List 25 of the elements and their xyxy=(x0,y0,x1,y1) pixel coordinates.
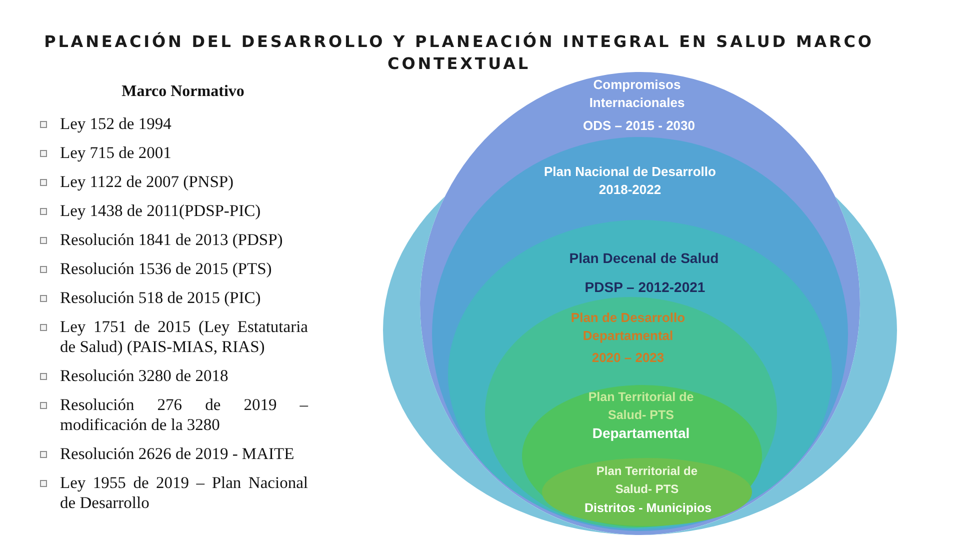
list-item: Ley 715 de 2001 xyxy=(60,143,172,163)
list-item: Resolución 3280 de 2018 xyxy=(60,366,230,386)
ellipse-label: Plan Decenal de Salud xyxy=(568,249,720,267)
ellipse-label: Distritos - Municipios xyxy=(583,500,713,517)
ellipse-label: Plan Territorial de Salud- PTS xyxy=(595,463,699,498)
ellipse-label: ODS – 2015 - 2030 xyxy=(582,117,696,135)
ellipse-label: Departamental xyxy=(591,424,691,442)
list-item: Resolución 1536 de 2015 (PTS) xyxy=(60,259,273,279)
ellipse-label: Compromisos Internacionales xyxy=(588,76,686,112)
list-heading: Marco Normativo xyxy=(120,82,246,102)
list-item: Resolución 276 de 2019 – modificación de la 3280 xyxy=(60,395,308,435)
ellipse-label: PDSP – 2012-2021 xyxy=(584,278,706,296)
list-item: Ley 1955 de 2019 – Plan Nacional de Desarrollo xyxy=(60,473,308,513)
list-item: Ley 1751 de 2015 (Ley Estatutaria de Salud) (PAIS-MIAS, RIAS) xyxy=(60,317,308,357)
list-item: Resolución 518 de 2015 (PIC) xyxy=(60,288,262,308)
ellipse-label: 2020 – 2023 xyxy=(590,349,666,367)
list-item: Resolución 1841 de 2013 (PDSP) xyxy=(60,230,284,250)
list-item: Ley 1122 de 2007 (PNSP) xyxy=(60,172,235,192)
list-item: Ley 152 de 1994 xyxy=(60,114,172,134)
title: PLANEACIÓN DEL DESARROLLO Y PLANEACIÓN INTEGRAL EN SALUD MARCO CONTEXTUAL xyxy=(43,31,875,75)
ellipse-label: Plan de Desarrollo Departamental xyxy=(570,309,686,345)
list-item: Ley 1438 de 2011(PDSP-PIC) xyxy=(60,201,262,221)
ellipse-label: Plan Territorial de Salud- PTS xyxy=(587,389,695,424)
ellipse-label: Plan Nacional de Desarrollo 2018-2022 xyxy=(543,163,717,199)
list-item: Resolución 2626 de 2019 - MAITE xyxy=(60,444,296,464)
